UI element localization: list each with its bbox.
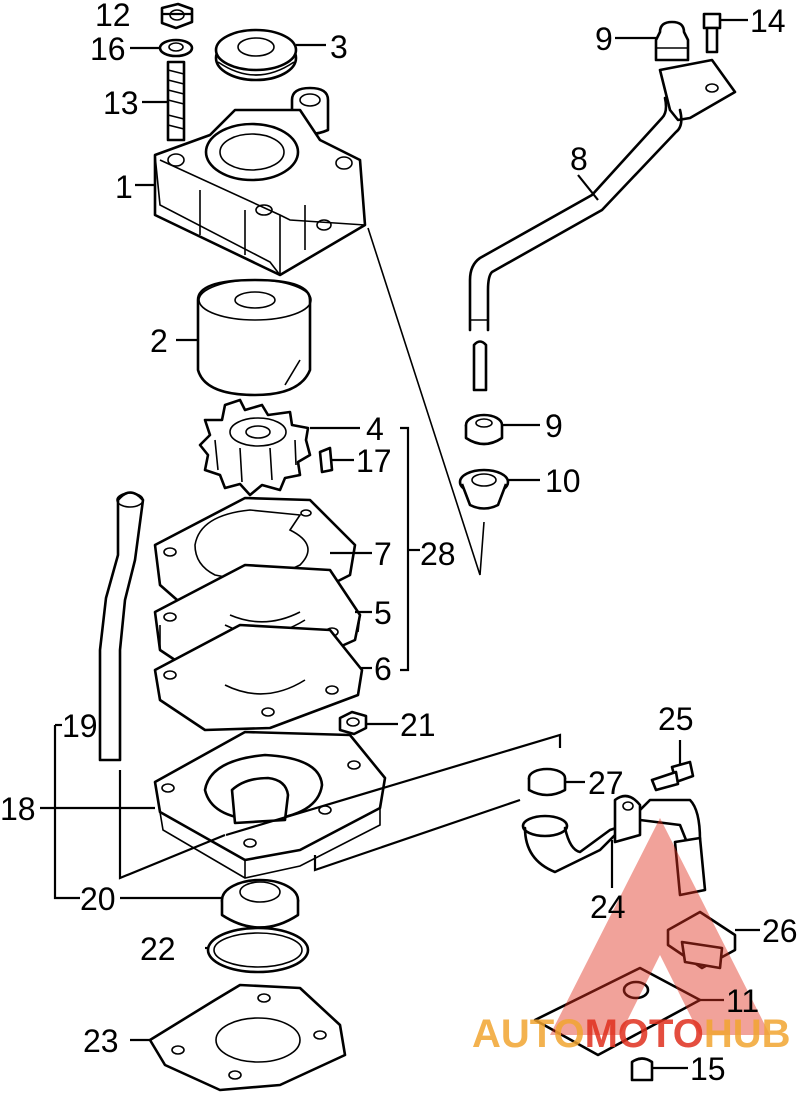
label-5: 5	[374, 595, 392, 631]
leader-lines	[40, 12, 760, 1070]
part-3-seal	[214, 28, 298, 82]
part-24-pipe	[521, 794, 707, 897]
label-26: 26	[762, 913, 798, 949]
part-10-sleeve	[458, 468, 510, 510]
part-22-o-ring	[206, 926, 310, 974]
part-25-screw	[650, 760, 695, 792]
label-13: 13	[103, 85, 139, 121]
label-18: 18	[0, 791, 36, 827]
label-7: 7	[374, 536, 392, 572]
part-14-screw	[702, 12, 722, 54]
part-drawing	[98, 2, 737, 1092]
part-2-liner	[196, 278, 312, 397]
watermark-triangle	[550, 818, 770, 1035]
part-15-screw	[630, 1057, 654, 1082]
label-28: 28	[420, 536, 456, 572]
label-2: 2	[150, 323, 168, 359]
part-6-gasket	[153, 623, 364, 732]
label-11: 11	[726, 983, 759, 1019]
part-9-grommet-mid	[464, 413, 504, 446]
part-23-gasket	[148, 983, 347, 1092]
label-9-mid: 9	[545, 408, 563, 444]
part-27-grommet	[527, 767, 567, 797]
part-19-tube	[98, 491, 145, 762]
label-22: 22	[140, 931, 176, 967]
label-24: 24	[590, 889, 626, 925]
label-23: 23	[83, 1023, 119, 1059]
part-16-washer	[158, 38, 194, 58]
watermark-logo: AUTOMOTOHUB	[472, 818, 791, 1056]
label-19: 19	[62, 708, 98, 744]
part-18-pump-base	[153, 730, 387, 879]
part-12-nut	[160, 2, 194, 30]
label-1: 1	[115, 169, 133, 205]
label-20: 20	[80, 881, 116, 917]
label-16: 16	[90, 31, 126, 67]
part-21-nut	[338, 710, 368, 736]
label-6: 6	[374, 651, 392, 687]
watermark-hub: HUB	[704, 1012, 791, 1056]
label-3: 3	[330, 29, 348, 65]
label-25: 25	[658, 701, 694, 737]
label-10: 10	[545, 463, 581, 499]
part-20-seal	[220, 878, 300, 929]
label-15: 15	[690, 1051, 726, 1087]
watermark-auto: AUTO	[472, 1012, 585, 1056]
part-4-impeller	[198, 398, 312, 497]
part-13-stud	[166, 60, 186, 142]
watermark-text: AUTOMOTOHUB	[472, 1012, 791, 1056]
watermark-moto: MOTO	[585, 1012, 704, 1056]
label-9-top: 9	[595, 21, 613, 57]
part-1-pump-housing	[153, 108, 367, 277]
label-17: 17	[356, 443, 392, 479]
part-17-key	[318, 446, 334, 474]
label-8: 8	[570, 141, 588, 177]
part-9-grommet-top	[654, 20, 690, 62]
label-27: 27	[588, 765, 624, 801]
label-14: 14	[750, 3, 786, 39]
label-21: 21	[400, 707, 436, 743]
label-12: 12	[95, 0, 131, 33]
part-26-grommet	[666, 910, 737, 970]
part-8-water-tube	[468, 58, 737, 392]
label-4: 4	[366, 411, 384, 447]
